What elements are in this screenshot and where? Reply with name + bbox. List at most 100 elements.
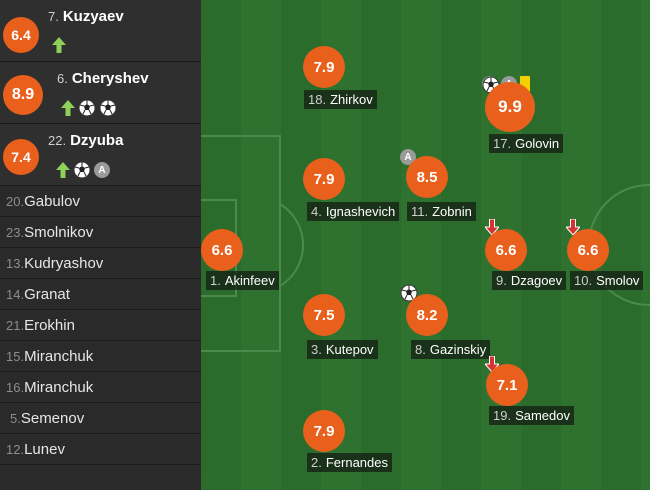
- player-name: Zhirkov: [330, 92, 373, 107]
- player-rating-golovin[interactable]: 9.9: [485, 82, 535, 132]
- assist-icon: A: [94, 162, 110, 178]
- bench-row[interactable]: 20.Gabulov: [0, 186, 201, 217]
- player-rating-akinfeev[interactable]: 6.6: [201, 229, 243, 271]
- player-label-ignashevich[interactable]: 4.Ignashevich: [307, 202, 400, 221]
- substitute-card-kuzyaev[interactable]: 6.4 7.Kuzyaev: [0, 0, 201, 62]
- shirt-number: 9.: [496, 273, 507, 288]
- player-name: Smolov: [596, 273, 640, 288]
- player-name: Kutepov: [325, 342, 374, 357]
- player-name: Samedov: [515, 408, 570, 423]
- event-icons: A: [56, 161, 110, 179]
- event-icons: [61, 99, 117, 117]
- bench-row[interactable]: 13.Kudryashov: [0, 248, 201, 279]
- player-name: Semenov: [20, 409, 85, 427]
- player-name: Kudryashov: [24, 254, 104, 272]
- player-label-smolov[interactable]: 10.Smolov: [570, 271, 644, 290]
- bench-row[interactable]: 23.Smolnikov: [0, 217, 201, 248]
- player-name: Miranchuk: [24, 378, 94, 396]
- player-name: Dzyuba: [70, 132, 124, 149]
- shirt-number: 2.: [311, 455, 322, 470]
- bench-row[interactable]: 21.Erokhin: [0, 310, 201, 341]
- player-name: Granat: [24, 285, 70, 303]
- shirt-number: 8.: [415, 342, 426, 357]
- player-name: Miranchuk: [24, 347, 94, 365]
- substitute-name: 22.Dzyuba: [48, 132, 123, 149]
- player-label-fernandes[interactable]: 2.Fernandes: [307, 453, 392, 472]
- shirt-number: 13.: [6, 255, 25, 271]
- substitute-card-cheryshev[interactable]: 8.9 6.Cheryshev: [0, 62, 201, 124]
- substitutes-panel: 6.4 7.Kuzyaev 8.9 6.Cheryshev 7.4 22.Dzy…: [0, 0, 201, 490]
- shirt-number: 21.: [6, 317, 25, 333]
- shirt-number: 23.: [6, 224, 25, 240]
- shirt-number: 19.: [493, 408, 512, 423]
- shirt-number: 16.: [6, 379, 25, 395]
- goal-icon: [99, 99, 117, 117]
- sub-on-icon: [61, 100, 75, 116]
- shirt-number: 6.: [57, 71, 68, 86]
- substitute-card-dzyuba[interactable]: 7.4 22.Dzyuba A: [0, 124, 201, 186]
- yellow-card-icon: [520, 76, 530, 92]
- player-rating-dzagoev[interactable]: 6.6: [485, 229, 527, 271]
- player-rating-gazinskiy[interactable]: 8.2: [406, 294, 448, 336]
- bench-row[interactable]: 5.Semenov: [0, 403, 201, 434]
- player-name: Lunev: [24, 440, 65, 458]
- shirt-number: 14.: [6, 286, 25, 302]
- shirt-number: 20.: [6, 193, 25, 209]
- substitute-name: 7.Kuzyaev: [48, 8, 124, 25]
- player-rating-smolov[interactable]: 6.6: [567, 229, 609, 271]
- player-name: Gazinskiy: [429, 342, 487, 357]
- sub-on-icon: [52, 37, 66, 53]
- shirt-number: 17.: [493, 136, 512, 151]
- goal-icon: [78, 99, 96, 117]
- player-name: Cheryshev: [71, 70, 149, 87]
- player-rating-zhirkov[interactable]: 7.9: [303, 46, 345, 88]
- player-rating-fernandes[interactable]: 7.9: [303, 410, 345, 452]
- goal-icon: [400, 284, 418, 302]
- player-label-golovin[interactable]: 17.Golovin: [489, 134, 564, 153]
- shirt-number: 4.: [311, 204, 322, 219]
- bench-row[interactable]: 15.Miranchuk: [0, 341, 201, 372]
- goal-icon: [73, 161, 91, 179]
- player-name: Kuzyaev: [62, 8, 124, 25]
- player-name: Fernandes: [325, 455, 388, 470]
- player-name: Akinfeev: [224, 273, 275, 288]
- shirt-number: 22.: [48, 133, 67, 148]
- shirt-number: 1.: [210, 273, 221, 288]
- sub-on-icon: [56, 162, 70, 178]
- player-label-gazinskiy[interactable]: 8.Gazinskiy: [411, 340, 491, 359]
- shirt-number: 11.: [411, 204, 429, 219]
- shirt-number: 15.: [6, 348, 25, 364]
- player-label-samedov[interactable]: 19.Samedov: [489, 406, 574, 425]
- player-name: Ignashevich: [325, 204, 396, 219]
- rating-badge: 8.9: [3, 75, 43, 115]
- player-label-dzagoev[interactable]: 9.Dzagoev: [492, 271, 567, 290]
- player-rating-samedov[interactable]: 7.1: [486, 364, 528, 406]
- player-label-akinfeev[interactable]: 1.Akinfeev: [206, 271, 279, 290]
- player-label-zhirkov[interactable]: 18.Zhirkov: [304, 90, 377, 109]
- shirt-number: 18.: [308, 92, 327, 107]
- player-rating-zobnin[interactable]: 8.5: [406, 156, 448, 198]
- rating-badge: 6.4: [3, 17, 39, 53]
- player-name: Golovin: [515, 136, 560, 151]
- bench-row[interactable]: 16.Miranchuk: [0, 372, 201, 403]
- bench-row[interactable]: 14.Granat: [0, 279, 201, 310]
- shirt-number: 10.: [574, 273, 593, 288]
- player-label-kutepov[interactable]: 3.Kutepov: [307, 340, 378, 359]
- player-label-zobnin[interactable]: 11.Zobnin: [407, 202, 476, 221]
- player-name: Zobnin: [432, 204, 472, 219]
- player-name: Gabulov: [24, 192, 80, 210]
- player-rating-kutepov[interactable]: 7.5: [303, 294, 345, 336]
- bench-row[interactable]: 12.Lunev: [0, 434, 201, 465]
- shirt-number: 5.: [10, 410, 21, 426]
- shirt-number: 7.: [48, 9, 59, 24]
- player-name: Smolnikov: [24, 223, 94, 241]
- shirt-number: 12.: [6, 441, 25, 457]
- player-rating-ignashevich[interactable]: 7.9: [303, 158, 345, 200]
- pitch: 7.9 18.Zhirkov A A 9.9 17.Golovin 7.9 4.…: [201, 0, 650, 490]
- player-name: Erokhin: [24, 316, 75, 334]
- rating-badge: 7.4: [3, 139, 39, 175]
- shirt-number: 3.: [311, 342, 322, 357]
- player-name: Dzagoev: [510, 273, 563, 288]
- substitute-name: 6.Cheryshev: [57, 70, 149, 87]
- event-icons: [52, 37, 66, 53]
